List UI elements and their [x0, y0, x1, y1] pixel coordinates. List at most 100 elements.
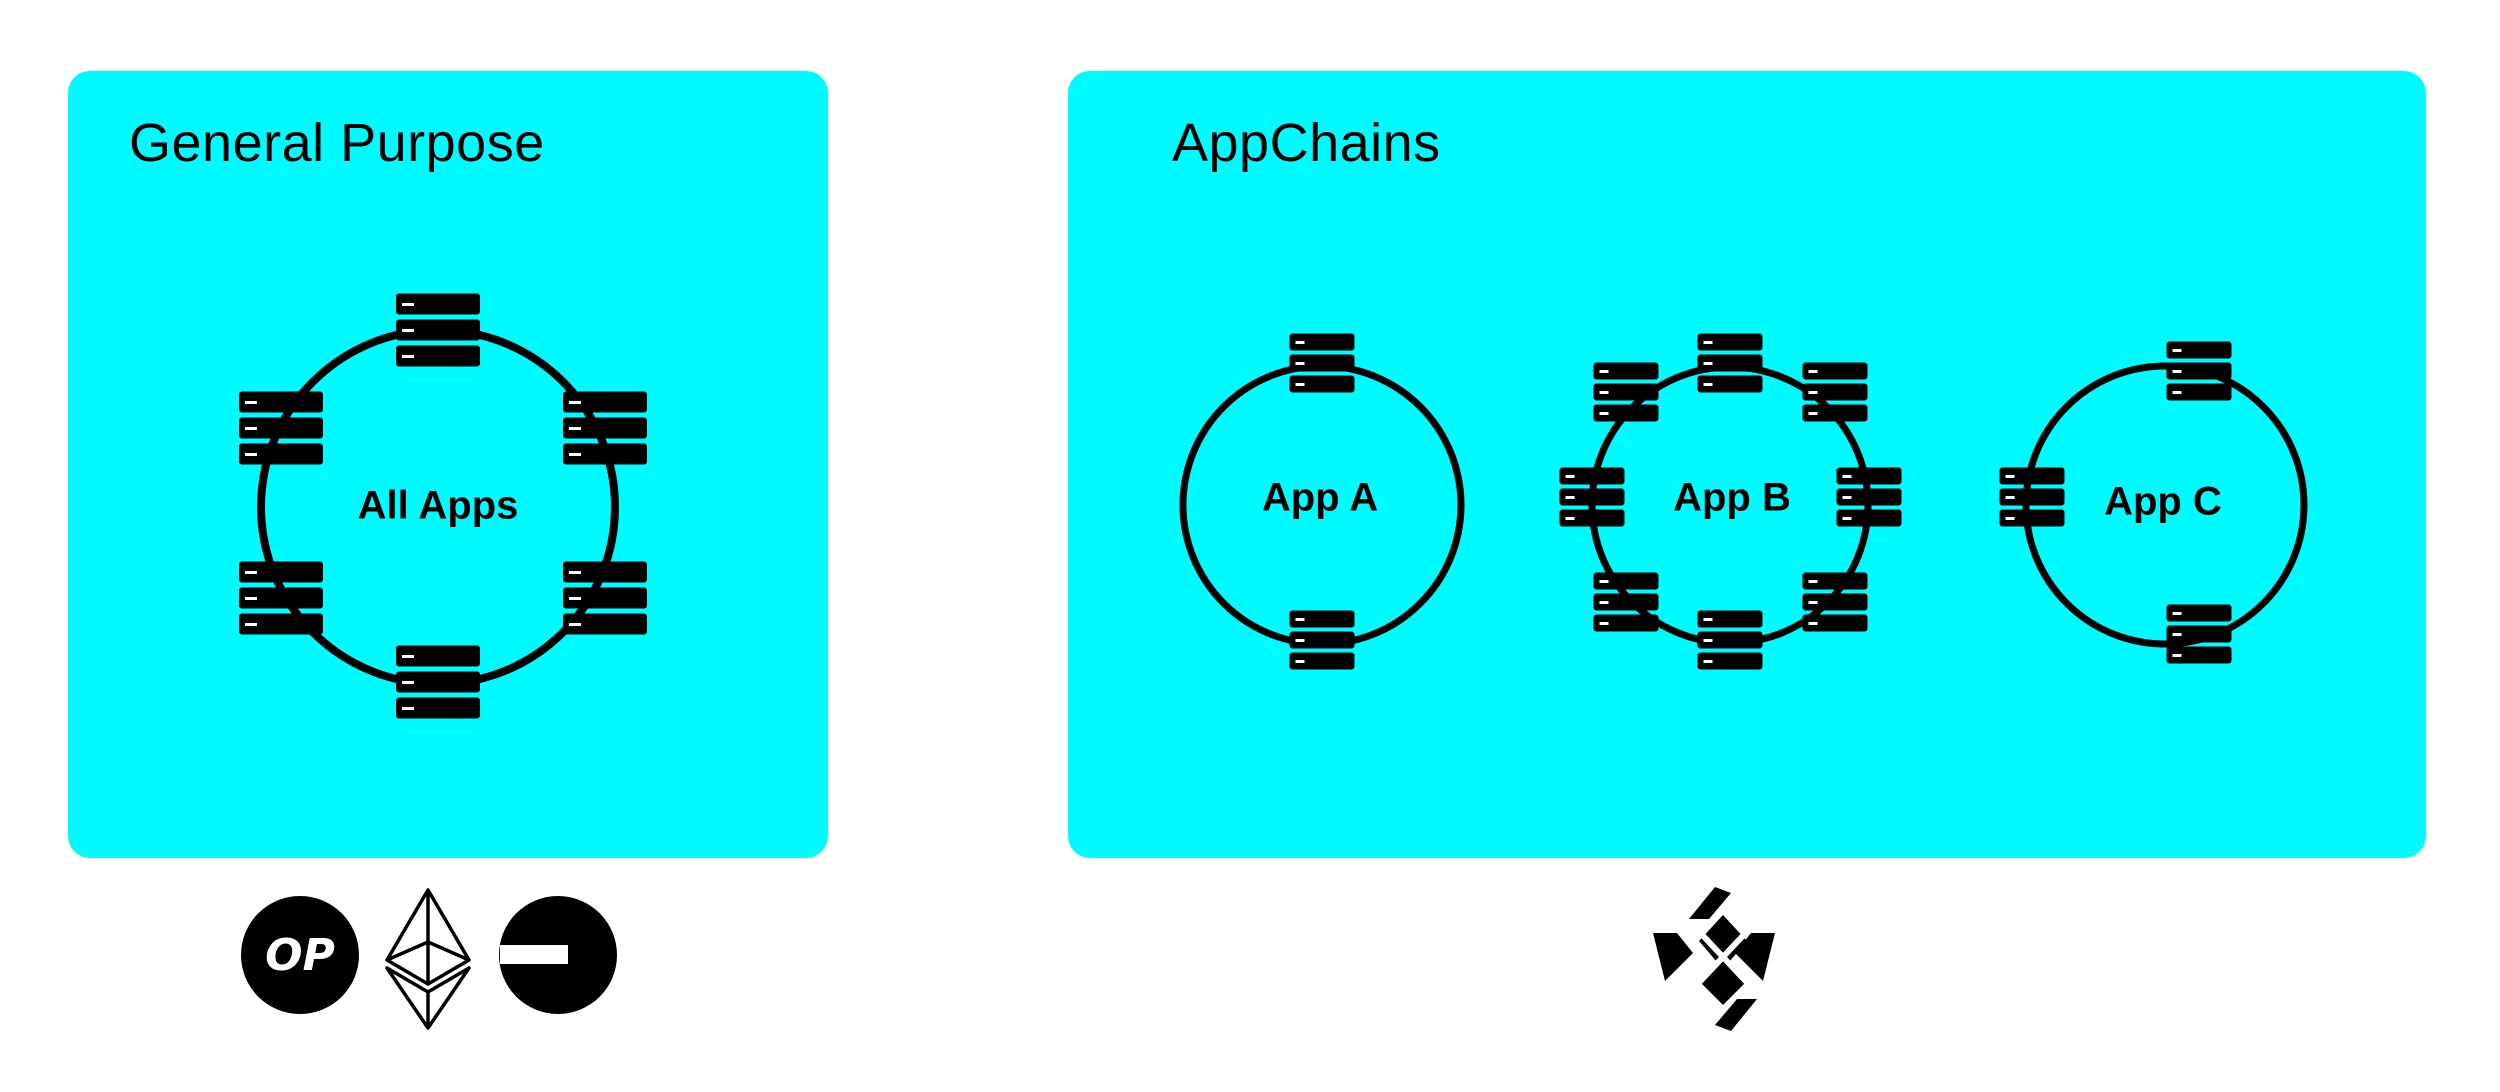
server-unit [1999, 467, 2065, 485]
server-led [245, 571, 257, 574]
server-led [245, 597, 257, 600]
server-unit [239, 391, 323, 413]
base-logo [499, 896, 617, 1014]
server-unit [1836, 488, 1902, 506]
server-led [402, 707, 414, 710]
server-node-icon [396, 645, 480, 719]
server-led [2172, 612, 2182, 615]
server-led [1703, 639, 1713, 642]
appchains-title: AppChains [1172, 113, 1441, 173]
server-node-icon [1697, 610, 1763, 670]
server-led [1703, 341, 1713, 344]
server-led [1565, 496, 1575, 499]
server-unit [1289, 631, 1355, 649]
server-led [1808, 391, 1818, 394]
server-unit [2166, 362, 2232, 380]
server-led [569, 401, 581, 404]
server-led [1599, 601, 1609, 604]
server-unit [396, 319, 480, 341]
server-led [402, 681, 414, 684]
server-unit [1697, 610, 1763, 628]
server-led [245, 453, 257, 456]
server-unit [396, 645, 480, 667]
server-unit [1836, 467, 1902, 485]
optimism-logo: OP [241, 896, 359, 1014]
server-led [402, 355, 414, 358]
server-led [1808, 580, 1818, 583]
server-led [1565, 475, 1575, 478]
server-led [2172, 654, 2182, 657]
server-unit [1802, 593, 1868, 611]
server-node-icon [1836, 467, 1902, 527]
server-node-icon [2166, 604, 2232, 664]
cosmos-hub-logo [1653, 887, 1775, 1031]
server-led [2172, 370, 2182, 373]
server-unit [1559, 467, 1625, 485]
server-unit [239, 613, 323, 635]
server-led [402, 655, 414, 658]
server-led [1703, 362, 1713, 365]
server-unit [396, 697, 480, 719]
server-led [1295, 660, 1305, 663]
all-apps-label: All Apps [358, 484, 519, 528]
server-unit [1802, 404, 1868, 422]
server-unit [1697, 652, 1763, 670]
server-led [1808, 622, 1818, 625]
server-node-icon [1593, 362, 1659, 422]
app-c-network: App C [2022, 362, 2308, 648]
server-unit [1697, 375, 1763, 393]
server-led [569, 453, 581, 456]
server-led [1599, 580, 1609, 583]
server-led [569, 427, 581, 430]
general-purpose-title: General Purpose [129, 113, 545, 173]
server-node-icon [1802, 572, 1868, 632]
app-a-network: App A [1179, 362, 1465, 648]
server-node-icon [239, 561, 323, 635]
server-unit [563, 587, 647, 609]
server-led [1808, 601, 1818, 604]
server-led [245, 623, 257, 626]
ethereum-logo [385, 888, 471, 1030]
server-node-icon [1593, 572, 1659, 632]
server-led [402, 303, 414, 306]
appchains-panel: AppChains [1068, 71, 2426, 858]
server-led [1295, 341, 1305, 344]
general-purpose-panel: General Purpose [68, 71, 828, 858]
server-unit [563, 391, 647, 413]
server-led [1599, 622, 1609, 625]
server-unit [1999, 509, 2065, 527]
server-unit [239, 417, 323, 439]
optimism-logo-disc [241, 896, 359, 1014]
server-unit [1559, 509, 1625, 527]
server-led [1295, 639, 1305, 642]
server-led [1842, 475, 1852, 478]
server-unit [1593, 572, 1659, 590]
server-unit [563, 417, 647, 439]
server-unit [1289, 375, 1355, 393]
server-unit [563, 443, 647, 465]
server-led [245, 401, 257, 404]
server-unit [563, 561, 647, 583]
server-led [1295, 362, 1305, 365]
server-unit [1593, 362, 1659, 380]
server-led [1703, 660, 1713, 663]
server-unit [1559, 488, 1625, 506]
server-unit [396, 345, 480, 367]
server-unit [1289, 652, 1355, 670]
server-unit [1593, 593, 1659, 611]
server-node-icon [1289, 610, 1355, 670]
server-node-icon [1289, 333, 1355, 393]
server-led [1599, 412, 1609, 415]
server-unit [239, 443, 323, 465]
server-led [1808, 412, 1818, 415]
server-led [1295, 618, 1305, 621]
optimism-logo-text: OP [265, 930, 335, 981]
server-led [245, 427, 257, 430]
server-unit [563, 613, 647, 635]
server-led [402, 329, 414, 332]
server-node-icon [1559, 467, 1625, 527]
server-unit [2166, 341, 2232, 359]
server-unit [1593, 404, 1659, 422]
base-logo-bar [500, 945, 568, 964]
